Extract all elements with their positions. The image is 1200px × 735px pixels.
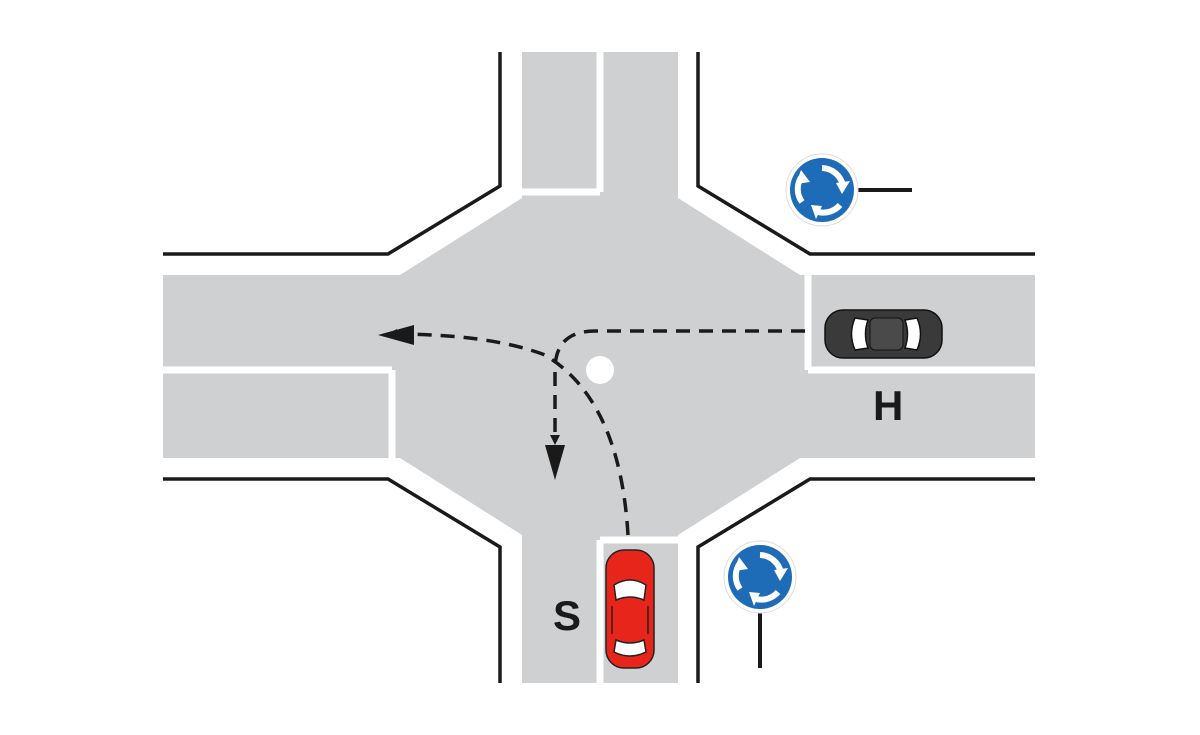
arrowhead-south [545, 445, 565, 480]
center-island [586, 356, 614, 384]
roundabout-sign-northeast [785, 153, 912, 227]
vehicle-paths [387, 329, 805, 536]
roundabout-sign-southeast [723, 540, 797, 668]
car-s [605, 549, 655, 669]
curb-lines [163, 52, 1035, 683]
path-h-to-south [550, 329, 805, 445]
sidewalk-edges [163, 52, 1035, 683]
car-s-label: S [553, 592, 581, 639]
lane-markings [163, 52, 1035, 683]
arrowhead-west [378, 325, 414, 345]
car-h-label: H [873, 382, 903, 429]
car-h [824, 309, 943, 359]
path-s-to-west [387, 329, 630, 536]
